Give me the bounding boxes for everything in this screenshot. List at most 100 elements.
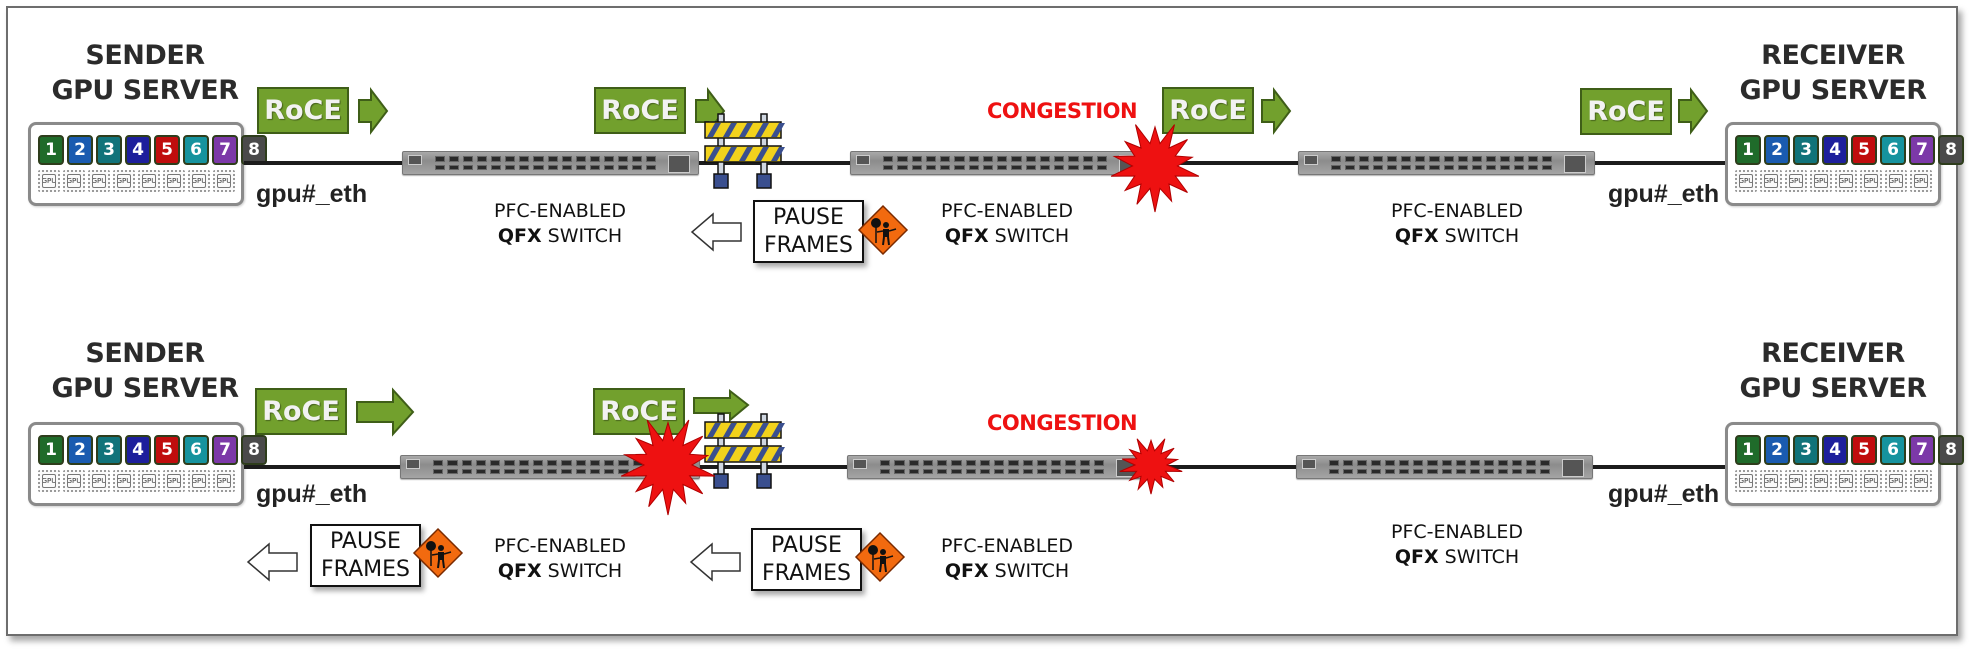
burst-shape [620,419,716,516]
switch-port [617,164,628,170]
flagger-head [438,545,444,551]
barricade-stripe [771,123,785,137]
switch-port [533,156,544,162]
switch-port [575,164,586,170]
switch-port [1497,460,1508,466]
switch-port [1082,164,1093,170]
qfx-switch-2 [847,455,1147,479]
gpu-chip-icon: GPU [1910,470,1932,492]
switch-port [461,468,472,474]
switch-type: SWITCH [541,225,623,247]
switch-port [982,164,993,170]
barricade-icon [704,413,785,489]
switch-port [954,156,965,162]
flagger-arm [885,555,894,559]
arrow-left-hollow-icon [246,542,298,582]
link-switch3-receiver [1594,161,1725,165]
barricade-foot [713,473,729,489]
switch-port [1413,460,1424,466]
gpu-chip-icon: GPU [1860,470,1882,492]
switch-port [925,156,936,162]
gpu-chip-icon: GPU [1910,170,1932,192]
barricade-stripe [707,447,721,461]
gpu-chip-icon: GPU [213,470,235,492]
gpu-index-tile: 5 [1851,135,1877,165]
link-sender-switch1 [244,465,402,469]
switch-port [965,468,976,474]
pause-frames-box: PAUSE FRAMES [751,528,862,591]
switch-port [1357,468,1368,474]
gpu-chip-icon: GPU [1835,170,1857,192]
pause-line2: FRAMES [321,557,410,582]
switch-port [979,468,990,474]
switch-port [561,156,572,162]
barricade-stripe [707,423,721,437]
switch-port [1345,156,1356,162]
gpu-index-tile: 5 [154,435,180,465]
flagger-body [438,552,444,560]
gpu-chip-icon: GPU [1860,170,1882,192]
switch-port [631,164,642,170]
barricade-stripe [707,147,721,161]
console-port-icon [1562,459,1584,477]
switch-port [519,164,530,170]
gpu-index-tile: 5 [1851,435,1877,465]
qfx-switch-3 [1296,455,1593,479]
switch-port [1539,468,1550,474]
switch-port [1455,468,1466,474]
switch-port [1429,156,1440,162]
switch-port [1441,460,1452,466]
flagger-leg [442,559,445,569]
barricade-stripe [755,147,769,161]
switch-label-line1: PFC-ENABLED [1391,521,1523,543]
gpu-index-tile: 4 [1822,435,1848,465]
switch-port [1022,460,1033,466]
switch-port [1025,164,1036,170]
switch-port [603,156,614,162]
switch-port [1331,156,1342,162]
mgmt-port-icon [406,459,420,469]
congestion-burst-icon [620,419,716,516]
flagger-body [883,229,889,237]
arrow-right-icon [1261,87,1292,135]
flagger-arm [873,557,881,560]
switch-port-row [1331,164,1552,170]
switch-port [505,164,516,170]
switch-port [1036,460,1047,466]
switch-port [1499,164,1510,170]
pause-line2: FRAMES [762,561,851,586]
switch-port [1331,164,1342,170]
gpu-index-tile: 8 [1938,135,1964,165]
flagger-leg [884,563,887,573]
flagger-leg [437,559,440,569]
switch-port-row [883,156,1107,162]
switch-port [1541,156,1552,162]
switch-port [1051,468,1062,474]
switch-port [880,468,891,474]
gpu-index-tile: 2 [1764,135,1790,165]
receiver-title-line2: GPU SERVER [1739,373,1927,404]
switch-port-row [435,164,656,170]
switch-port-grid [883,156,1107,170]
switch-port [1455,460,1466,466]
switch-port [1485,156,1496,162]
switch-port [463,164,474,170]
barricade-foot [756,173,772,189]
switch-port [561,460,572,466]
gpu-chip-icon: GPU [88,470,110,492]
switch-port-row [880,460,1104,466]
switch-port [618,468,629,474]
link-sender-switch1 [244,161,404,165]
switch-port [575,468,586,474]
gpu-index-tile: 7 [212,435,238,465]
gpu-index-tile: 2 [67,435,93,465]
console-port-icon [1564,155,1586,173]
switch-port [1065,460,1076,466]
switch-port [1036,468,1047,474]
receiver-title: RECEIVER GPU SERVER [1703,336,1963,406]
